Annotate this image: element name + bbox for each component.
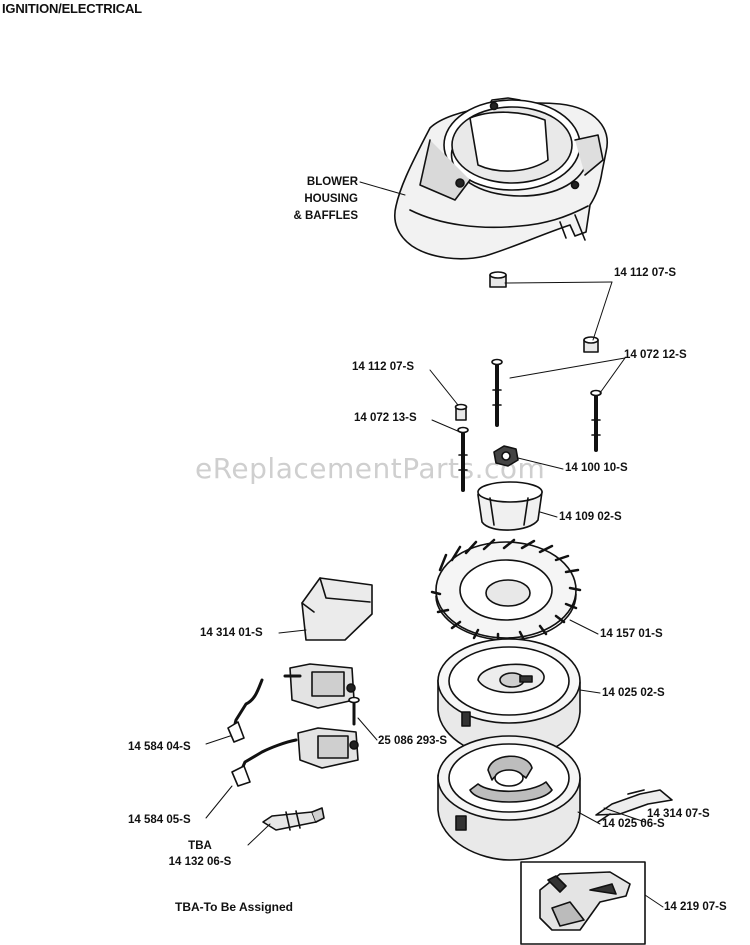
small-bracket-part bbox=[595, 789, 673, 823]
stud-top-left bbox=[489, 271, 507, 288]
tba-note: TBA-To Be Assigned bbox=[175, 900, 294, 914]
label-part-14-584-05: 14 584 05-S bbox=[128, 814, 191, 826]
page-title: IGNITION/ELECTRICAL bbox=[2, 1, 142, 16]
label-part-25-086-293: 25 086 293-S bbox=[378, 735, 448, 747]
spark-plug-part bbox=[262, 807, 325, 831]
module-screw bbox=[348, 696, 360, 726]
label-part-14-025-02: 14 025 02-S bbox=[602, 687, 665, 699]
ignition-module-upper bbox=[227, 663, 356, 743]
cooling-fan-part bbox=[430, 538, 582, 644]
label-blower-line1: BLOWER bbox=[306, 176, 358, 188]
watermark: eReplacementParts.com bbox=[195, 452, 546, 485]
ignition-module-lower bbox=[231, 727, 359, 787]
label-part-14-100-10: 14 100 10-S bbox=[565, 462, 628, 474]
label-part-14-132-06: 14 132 06-S bbox=[168, 856, 232, 868]
long-screw-right bbox=[590, 389, 602, 452]
inset-detail-box bbox=[520, 861, 646, 945]
mounting-bracket-part bbox=[301, 577, 373, 641]
label-part-14-025-06: 14 025 06-S bbox=[602, 818, 665, 830]
label-part-14-219-07: 14 219 07-S bbox=[664, 901, 727, 913]
label-blower-line3: & BAFFLES bbox=[293, 210, 358, 222]
long-screw-left bbox=[491, 358, 503, 427]
leader-lines bbox=[205, 181, 664, 908]
label-part-14-072-13: 14 072 13-S bbox=[354, 412, 417, 424]
label-blower-line2: HOUSING bbox=[304, 193, 358, 205]
label-part-14-112-07-lower: 14 112 07-S bbox=[352, 361, 415, 373]
flywheel-nut bbox=[493, 445, 519, 467]
fan-cup-part bbox=[477, 481, 543, 531]
label-part-14-314-01: 14 314 01-S bbox=[200, 627, 263, 639]
label-part-14-314-07: 14 314 07-S bbox=[647, 808, 710, 820]
label-part-14-584-04: 14 584 04-S bbox=[128, 741, 191, 753]
stud-top-right bbox=[583, 336, 599, 353]
stud-middle bbox=[454, 403, 468, 421]
long-screw-middle bbox=[457, 426, 469, 492]
label-part-14-109-02: 14 109 02-S bbox=[559, 511, 622, 523]
label-part-14-112-07-upper: 14 112 07-S bbox=[614, 267, 677, 279]
starter-cup-part bbox=[437, 735, 581, 861]
label-part-14-157-01: 14 157 01-S bbox=[600, 628, 663, 640]
blower-housing-part bbox=[394, 97, 608, 260]
flywheel-part bbox=[437, 638, 581, 759]
label-part-14-072-12: 14 072 12-S bbox=[624, 349, 687, 361]
label-tba: TBA bbox=[188, 840, 212, 852]
